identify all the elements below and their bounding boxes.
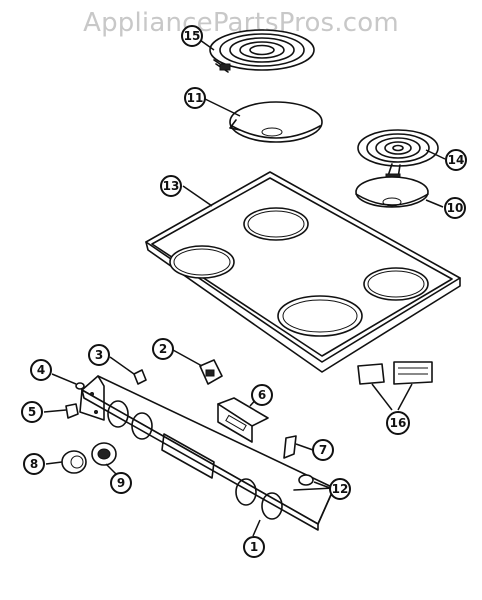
callout-1-label: 1 — [250, 540, 258, 554]
label-kit — [357, 361, 433, 385]
callout-14: 14 — [445, 149, 467, 171]
callout-2-label: 2 — [159, 342, 167, 356]
small-insert — [298, 474, 314, 486]
callout-1: 1 — [243, 536, 265, 558]
control-knob — [61, 450, 87, 474]
callout-6-label: 6 — [258, 388, 266, 402]
small-drip-bowl — [355, 176, 429, 208]
callout-4: 4 — [30, 359, 52, 381]
callout-16-label: 16 — [390, 416, 407, 430]
cooktop — [145, 171, 461, 373]
callout-3-label: 3 — [95, 348, 103, 362]
switch-part — [199, 359, 223, 385]
callout-15-label: 15 — [184, 29, 201, 43]
callout-9: 9 — [110, 472, 132, 494]
callout-13: 13 — [160, 175, 182, 197]
callout-15: 15 — [181, 25, 203, 47]
clock-timer — [217, 397, 269, 443]
large-drip-bowl — [229, 101, 323, 143]
callout-11: 11 — [184, 87, 206, 109]
indicator-light — [65, 403, 79, 419]
clip-part — [75, 382, 85, 390]
callout-6: 6 — [251, 384, 273, 406]
callout-5: 5 — [21, 401, 43, 423]
callout-8: 8 — [23, 453, 45, 475]
callout-14-label: 14 — [448, 153, 465, 167]
watermark: AppliancePartsPros.com — [83, 8, 399, 38]
callout-12: 12 — [329, 478, 351, 500]
small-coil-element — [357, 129, 439, 180]
callout-10-label: 10 — [447, 201, 464, 215]
callout-5-label: 5 — [28, 405, 36, 419]
bracket-part — [283, 435, 297, 459]
light-switch — [133, 369, 147, 385]
knob-dial — [91, 442, 117, 466]
callout-2: 2 — [152, 338, 174, 360]
callout-10: 10 — [444, 197, 466, 219]
large-coil-element — [209, 29, 315, 73]
callout-9-label: 9 — [117, 476, 125, 490]
callout-11-label: 11 — [187, 91, 204, 105]
control-panel — [79, 375, 335, 531]
callout-12-label: 12 — [332, 482, 349, 496]
callout-3: 3 — [88, 344, 110, 366]
callout-7: 7 — [312, 439, 334, 461]
callout-8-label: 8 — [30, 457, 38, 471]
callout-13-label: 13 — [163, 179, 180, 193]
callout-7-label: 7 — [319, 443, 327, 457]
callout-16: 16 — [386, 411, 410, 435]
callout-4-label: 4 — [37, 363, 45, 377]
